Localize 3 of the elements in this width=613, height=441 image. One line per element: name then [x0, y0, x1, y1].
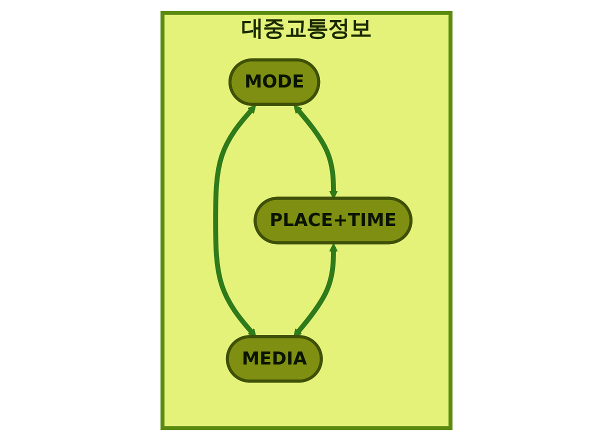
arrow — [293, 243, 338, 338]
arrow — [213, 104, 256, 338]
arrow — [294, 104, 338, 200]
